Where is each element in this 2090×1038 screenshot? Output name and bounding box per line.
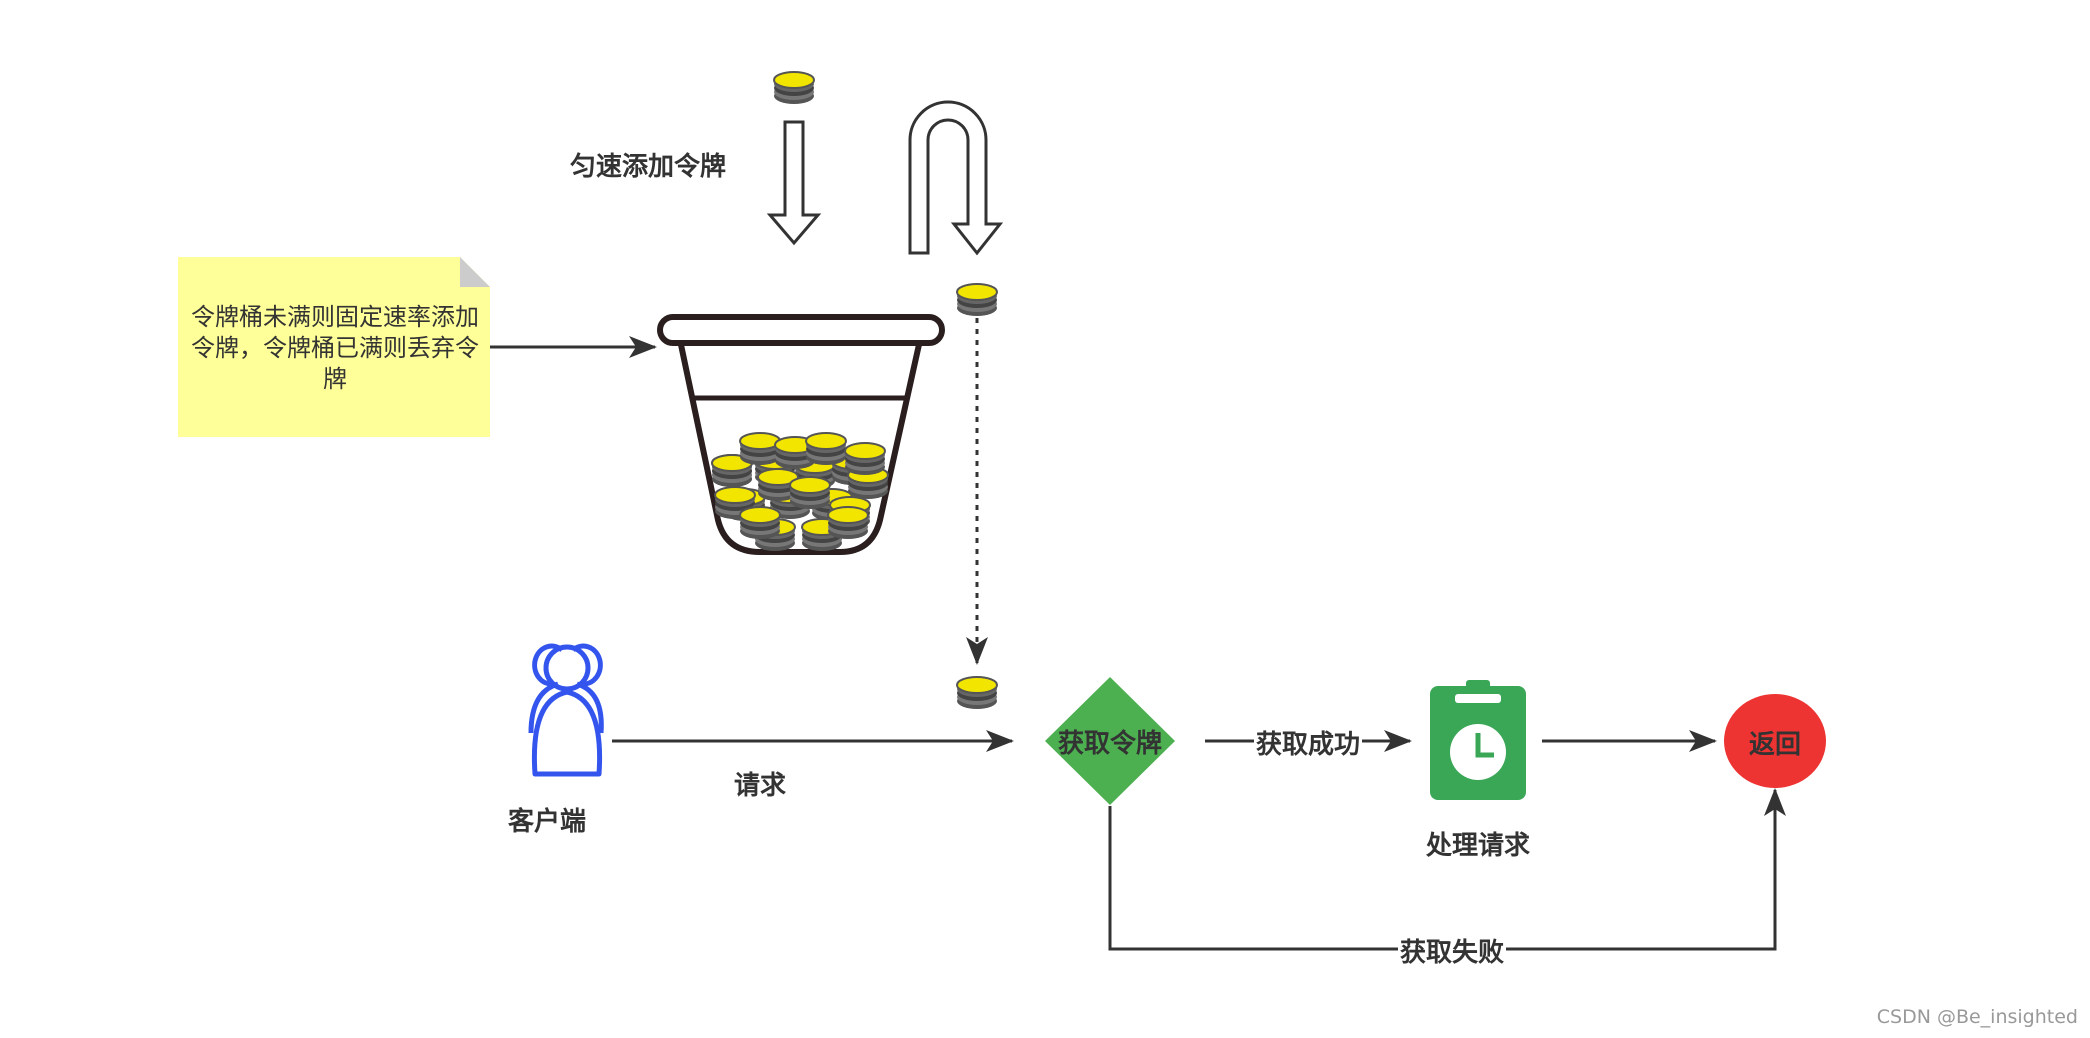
request-label: 请求 [733,771,787,801]
process-request-label: 处理请求 [1425,831,1531,861]
coin-request-icon [956,676,998,710]
add-tokens-label: 匀速添加令牌 [570,152,727,182]
overflow-arrow [908,100,1004,256]
users-icon [528,643,604,777]
coin-overflow-icon [956,283,998,317]
return-label: 返回 [1748,730,1802,760]
token-bucket-icon [657,314,945,555]
return-circle [1724,694,1826,788]
get-token-diamond [1045,677,1175,805]
get-success-label: 获取成功 [1253,730,1363,760]
coin-top-icon [773,71,815,105]
note-box [178,257,490,437]
clipboard-clock-icon [1430,680,1526,800]
get-token-label: 获取令牌 [1057,729,1163,759]
client-label: 客户端 [507,807,587,837]
fail-arrow [1108,788,1786,951]
get-fail-label: 获取失败 [1397,938,1507,968]
add-token-arrow [766,120,822,246]
watermark: CSDN @Be_insighted [1876,1006,2078,1028]
note-text: 令牌桶未满则固定速率添加令牌，令牌桶已满则丢弃令牌 [191,303,479,393]
